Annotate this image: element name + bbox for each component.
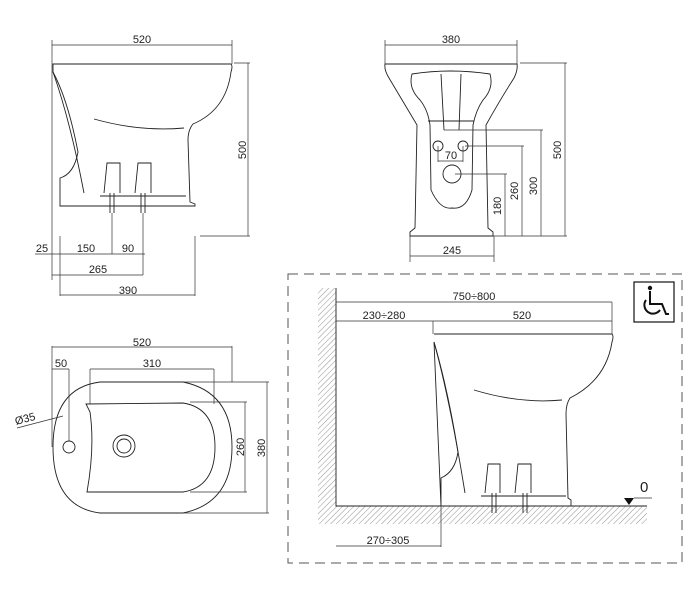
wall [318,288,336,524]
front-view: 380 500 300 260 180 70 245 [384,34,567,262]
dim-height: 500 [237,141,249,159]
wheelchair-icon [633,281,675,323]
dim-390: 390 [119,285,137,297]
dim-260: 260 [235,438,247,456]
dim-drain: 270÷305 [367,535,410,547]
dim-150: 150 [77,243,95,255]
dim-245: 245 [443,245,461,257]
installed-bidet [433,333,614,507]
floor-level-marker-icon [624,498,634,505]
tap-right [134,162,152,194]
side-outline [52,63,233,207]
floor-level-label: 0 [640,479,648,496]
dim-380: 380 [256,439,268,457]
dim-hole-diameter: Ø35 [14,411,37,428]
dim-25: 25 [36,243,48,255]
installation-view: 750÷800 230÷280 520 270÷305 0 [287,273,683,564]
dim-90: 90 [122,243,134,255]
dim-520: 520 [133,337,151,349]
dim-width: 520 [133,34,151,46]
dim-50: 50 [55,358,67,370]
tap-hole [62,440,76,454]
plan-view: 520 50 310 260 380 Ø35 [14,337,269,514]
dim-520: 520 [513,310,531,322]
dim-width: 380 [442,34,460,46]
side-view: 520 500 25 150 90 265 390 [35,34,250,297]
dim-wall-gap: 230÷280 [363,310,406,322]
dim-260: 260 [509,182,521,200]
dim-height: 500 [552,141,564,159]
dim-180: 180 [492,197,504,215]
dim-310: 310 [143,358,161,370]
tap-left [103,162,121,194]
plan-bowl [85,402,216,493]
dim-300: 300 [528,177,540,195]
dim-total: 750÷800 [453,291,496,303]
floor [336,506,647,524]
dim-265: 265 [89,264,107,276]
dim-70: 70 [445,150,457,162]
